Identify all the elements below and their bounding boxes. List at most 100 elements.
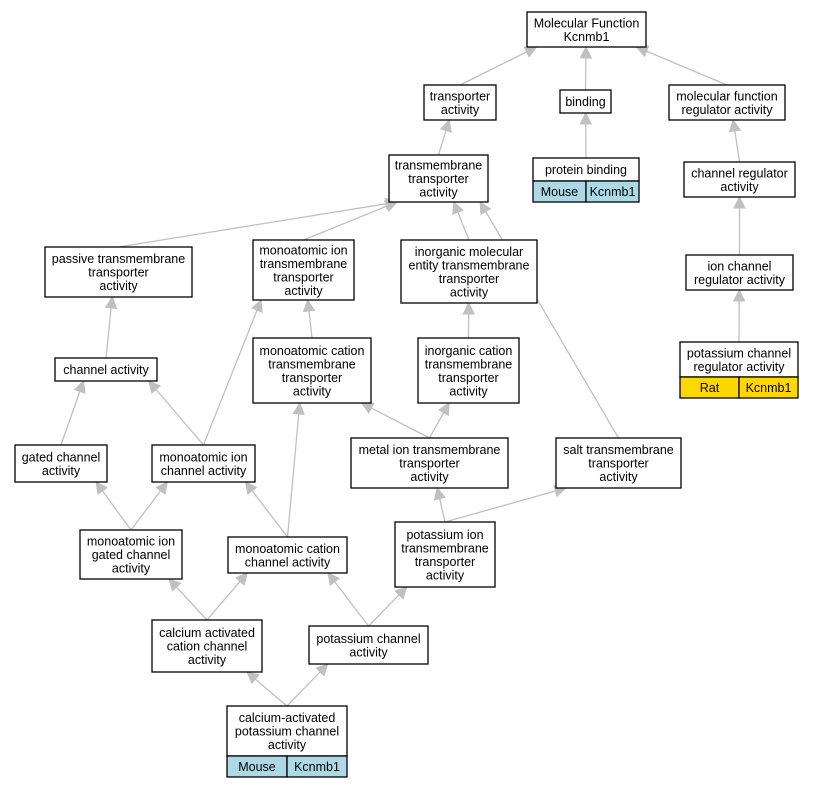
term-label-line: inorganic cation xyxy=(425,344,513,358)
edge-bk-to-caact xyxy=(254,678,288,707)
edge-passive-to-tmt xyxy=(118,203,387,248)
edge-monocat-to-monoion xyxy=(308,310,313,339)
term-label-line: transporter xyxy=(438,371,498,385)
edge-monogated-to-monoionch xyxy=(130,490,162,531)
term-label-line: potassium ion xyxy=(406,528,483,542)
gene-cell xyxy=(286,755,348,778)
term-label-line: activity xyxy=(720,180,759,194)
term-box xyxy=(151,444,256,483)
term-box xyxy=(685,254,794,291)
arrowhead-inorgcat-to-inorgmol xyxy=(462,301,475,315)
edge-monoionch-to-channel xyxy=(155,388,204,446)
term-label-line: transmembrane xyxy=(425,357,513,371)
term-box xyxy=(388,154,489,203)
term-label-line: transmembrane xyxy=(260,257,348,271)
term-label-line: gated channel xyxy=(22,450,101,464)
term-label-line: activity xyxy=(426,568,465,582)
arrowhead-metal-to-inorgcat xyxy=(437,402,450,417)
term-label-line: monoatomic cation xyxy=(260,344,365,358)
organism-label: Mouse xyxy=(238,760,276,774)
term-label-line: transporter xyxy=(273,270,333,284)
term-node-kion[interactable]: potassium iontransmembranetransporteract… xyxy=(394,521,496,588)
edge-caact-to-monogated xyxy=(176,586,208,621)
term-label-line: transmembrane xyxy=(268,357,356,371)
organism-label: Mouse xyxy=(541,185,579,199)
edge-kion-to-metal xyxy=(439,498,446,523)
term-label-line: monoatomic ion xyxy=(259,243,347,257)
arrowhead-caact-to-monogated xyxy=(168,578,182,592)
term-node-binding[interactable]: binding xyxy=(559,89,612,114)
term-box xyxy=(394,521,496,588)
term-node-monocat[interactable]: monoatomic cationtransmembranetransporte… xyxy=(252,337,372,404)
term-box xyxy=(151,619,263,673)
nodes: Molecular FunctionKcnmb1transporteractiv… xyxy=(14,11,799,778)
arrowhead-channel-to-passive xyxy=(104,295,118,310)
term-label-line: monoatomic ion xyxy=(87,535,175,549)
edge-metal-to-monocat xyxy=(371,407,430,439)
arrowhead-monocat-to-monoion xyxy=(302,298,316,313)
edge-tmt-to-transporter xyxy=(437,130,447,156)
term-label-line: activity xyxy=(284,284,323,298)
term-box xyxy=(679,341,799,378)
term-node-channel[interactable]: channel activity xyxy=(54,357,158,382)
arrowhead-monocatch-to-monocat xyxy=(292,401,305,416)
term-label-line: binding xyxy=(565,95,605,109)
term-box xyxy=(350,437,509,489)
term-label-line: activity xyxy=(42,464,81,478)
term-node-monoion[interactable]: monoatomic iontransmembranetransporterac… xyxy=(252,239,355,301)
term-label-line: activity xyxy=(450,285,489,299)
edge-monoionch-to-monoion xyxy=(202,309,258,446)
term-label-line: regulator activity xyxy=(693,360,785,374)
arrowhead-kch-to-monocatch xyxy=(327,572,340,586)
gene-label: Kcnmb1 xyxy=(590,185,636,199)
term-label-line: activity xyxy=(410,470,449,484)
arrowhead-gated-to-channel xyxy=(73,379,86,394)
gene-label: Kcnmb1 xyxy=(746,381,792,395)
arrowhead-bk-to-kch xyxy=(315,663,329,677)
term-label-line: metal ion transmembrane xyxy=(359,443,501,457)
gene-cell xyxy=(585,180,640,203)
term-label-line: potassium channel xyxy=(235,725,339,739)
edge-channel-to-passive xyxy=(105,307,112,359)
term-label-line: potassium channel xyxy=(316,632,420,646)
edges xyxy=(60,45,746,707)
term-label-line: calcium-activated xyxy=(239,711,336,725)
edge-gated-to-channel xyxy=(60,391,81,446)
arrowhead-salt-to-tmt xyxy=(479,201,492,216)
edge-bk-to-kch xyxy=(286,671,321,707)
term-label-line: activity xyxy=(112,562,151,576)
term-label-line: activity xyxy=(599,470,638,484)
organism-label: Rat xyxy=(700,381,720,395)
term-node-inorgcat[interactable]: inorganic cationtransmembranetransporter… xyxy=(417,337,520,404)
arrowhead-monogated-to-gated xyxy=(95,481,108,496)
arrowhead-inorgmol-to-tmt xyxy=(452,200,464,216)
term-label-line: protein binding xyxy=(545,163,627,177)
term-label-line: transmembrane xyxy=(395,159,483,173)
term-node-metal[interactable]: metal ion transmembranetransporteractivi… xyxy=(350,437,509,489)
term-box xyxy=(227,536,348,574)
term-box xyxy=(252,337,372,404)
gene-label: Kcnmb1 xyxy=(294,760,340,774)
term-label-line: activity xyxy=(293,384,332,398)
edge-inorgmol-to-tmt xyxy=(457,211,470,241)
edge-chreg-to-mfreg xyxy=(734,130,741,163)
term-label-line: regulator activity xyxy=(694,273,786,287)
